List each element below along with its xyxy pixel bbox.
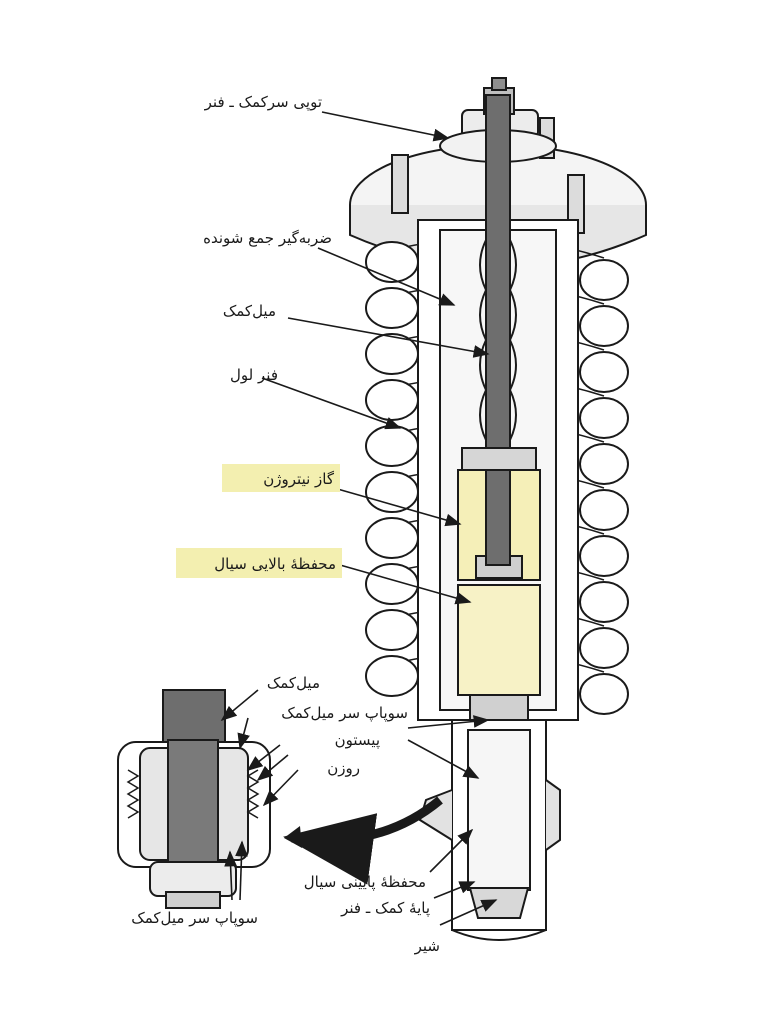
- label-upper-fluid-chamber: محفظهٔ بالایی سیال: [214, 555, 336, 573]
- label-nitrogen-gas: گاز نیتروژن: [263, 470, 335, 488]
- coil-turn-left: [365, 287, 419, 329]
- label-coil-spring: فنر لول: [230, 366, 278, 384]
- label-lower-fluid-chamber: محفظهٔ پایینی سیال: [304, 873, 426, 892]
- label-bump-stop: ضربه‌گیر جمع شونده: [203, 229, 332, 247]
- coil-turn-right: [579, 443, 629, 485]
- leader-lines: [220, 111, 498, 926]
- coil-turn-right: [579, 581, 629, 623]
- coil-turn-right: [579, 673, 629, 715]
- coil-turn-right: [579, 397, 629, 439]
- coil-turn-left: [365, 471, 419, 513]
- label-piston-rod: میل‌کمک: [223, 302, 276, 320]
- label-rod-head-valve-lower: سوپاپ سر میل‌کمک: [131, 909, 258, 928]
- coil-spring: [365, 238, 629, 715]
- piston-detail: [117, 689, 271, 909]
- coil-turn-right: [579, 489, 629, 531]
- labels: توپی سرکمک ـ فنر ضربه‌گیر جمع شونده میل‌…: [131, 93, 440, 955]
- upper-chamber-label-highlight: [176, 548, 342, 578]
- nitrogen-label-highlight: [222, 464, 340, 492]
- coil-turn-right: [579, 305, 629, 347]
- piston-rod-shape: [485, 94, 511, 566]
- label-strut-base: پایهٔ کمک ـ فنر: [340, 899, 430, 918]
- coil-turn-left: [365, 655, 419, 697]
- label-rod-head-valve-upper: سوپاپ سر میل‌کمک: [281, 704, 408, 723]
- coil-turn-right: [579, 351, 629, 393]
- label-valve: شیر: [414, 937, 440, 955]
- label-spring-top-cap: توپی سرکمک ـ فنر: [204, 93, 322, 112]
- coil-turn-left: [365, 563, 419, 605]
- coil-turn-right: [579, 627, 629, 669]
- label-orifice: روزن: [327, 759, 360, 777]
- coil-turn-left: [365, 517, 419, 559]
- coil-turn-left: [365, 379, 419, 421]
- strut-body: [417, 94, 579, 941]
- coil-turn-right: [579, 535, 629, 577]
- label-detail-piston-rod: میل‌کمک: [267, 674, 320, 692]
- upper-fluid-region: [457, 584, 541, 696]
- coil-turn-left: [365, 241, 419, 283]
- detail-callout-arrow: [283, 796, 443, 885]
- coil-turn-left: [365, 425, 419, 467]
- coil-turn-right: [579, 259, 629, 301]
- label-piston: پیستون: [335, 731, 380, 750]
- coil-turn-left: [365, 609, 419, 651]
